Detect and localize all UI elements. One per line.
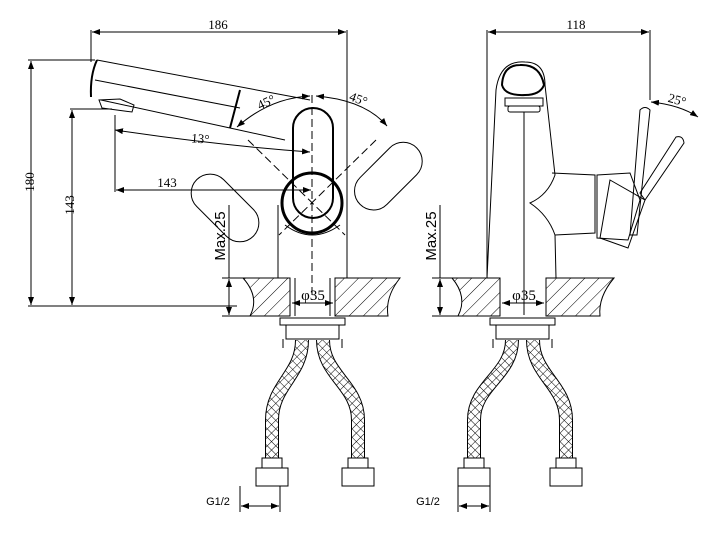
angle-lever-label: 25°: [666, 90, 687, 109]
handle-vertical: [292, 107, 334, 219]
angle-25: 25°: [650, 90, 699, 118]
side-view: 186 180 143 143 13° 45°: [22, 17, 423, 512]
handle-left-tilt: [190, 173, 260, 243]
dimension-118: 118: [486, 17, 651, 278]
hole-diameter: φ35: [301, 288, 325, 304]
handle-assembly: [190, 95, 423, 300]
front-view: 118 25° Max.25 φ35: [416, 17, 699, 512]
thread-size-front: G1/2: [416, 496, 440, 508]
angle-45-arcs: 45° 45°: [236, 89, 388, 128]
dim-overall-width: 118: [566, 17, 585, 32]
faucet-body-front: [486, 61, 685, 315]
spout: [89, 59, 311, 141]
cartridge-circle: [280, 171, 344, 235]
counter-max-thickness-front: Max.25: [423, 211, 440, 260]
angle-handle-left-label: 45°: [255, 91, 278, 112]
dimension-143-reach: 143: [114, 115, 311, 193]
supply-hoses-front: G1/2: [416, 317, 583, 512]
dim-spout-reach: 143: [157, 175, 177, 190]
dim-spout-height: 143: [62, 195, 77, 215]
dim-overall-length: 186: [208, 17, 228, 32]
dim-overall-height: 180: [22, 172, 37, 192]
hole-diameter-front: φ35: [512, 288, 536, 304]
thread-size: G1/2: [206, 496, 230, 508]
angle-spout-label: 13°: [191, 130, 210, 147]
angle-handle-right-label: 45°: [347, 89, 369, 109]
counter-max-thickness: Max.25: [212, 211, 229, 260]
countertop-section: Max.25 φ35: [212, 205, 402, 317]
supply-hoses: G1/2: [206, 317, 375, 512]
handle-right-tilt: [354, 141, 423, 211]
dimension-180: 180: [22, 59, 237, 307]
countertop-section-front: Max.25 φ35: [423, 205, 616, 317]
angle-13: 13°: [114, 128, 311, 155]
dimension-143-height: 143: [62, 108, 112, 305]
